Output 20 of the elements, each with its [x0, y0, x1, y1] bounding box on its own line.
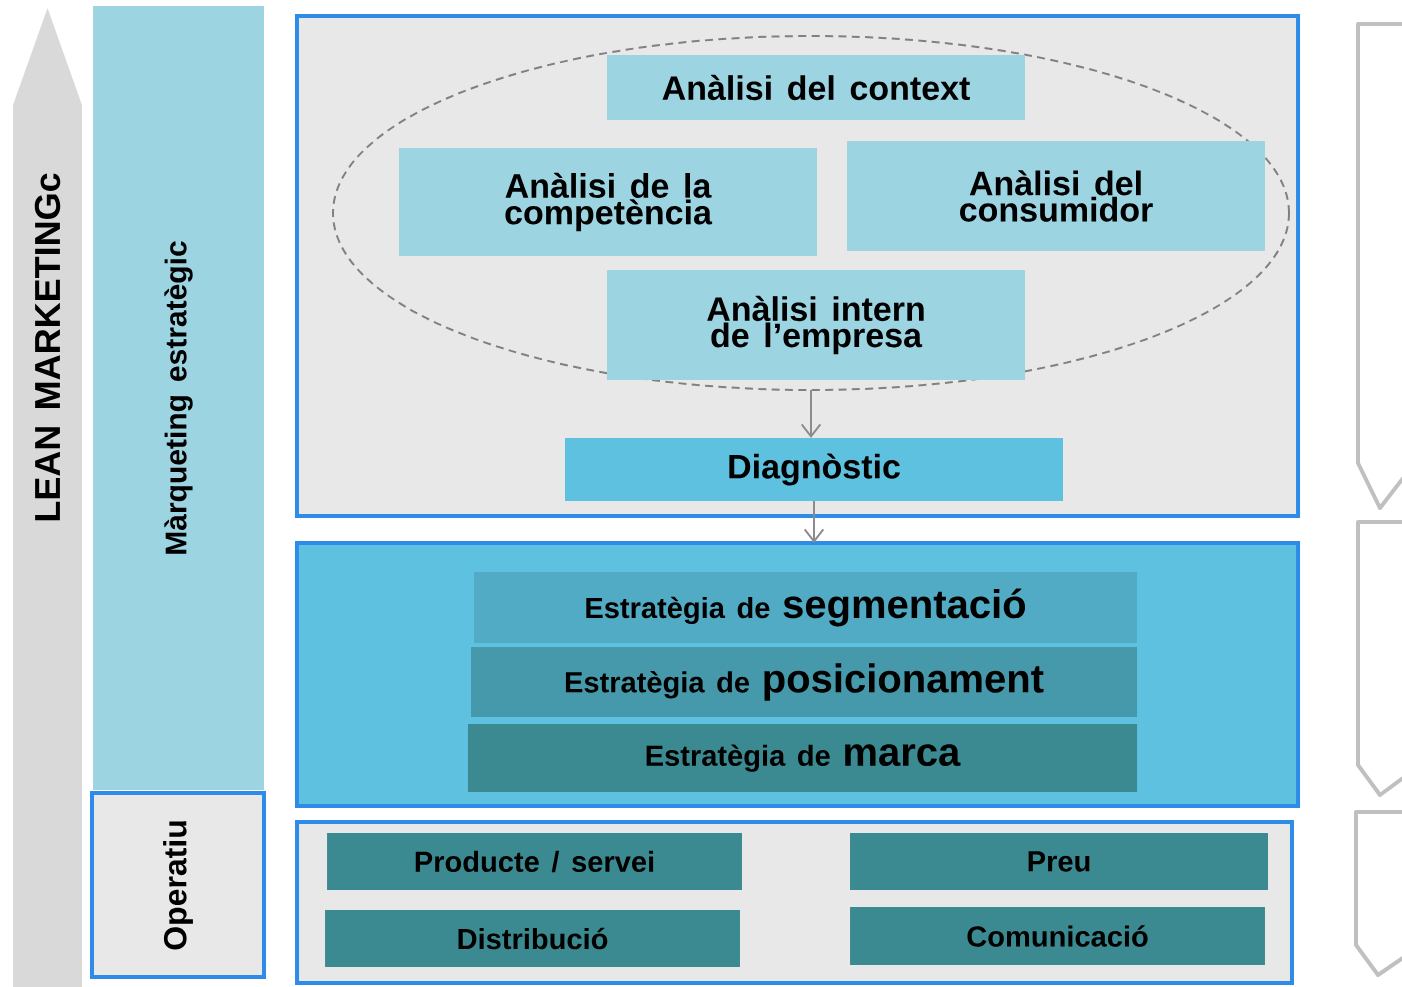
arrow: [803, 500, 825, 544]
layer-box: Estratègia de posicionament: [471, 647, 1137, 717]
process-box: Comunicació: [850, 907, 1265, 965]
chevron-shape: [1356, 520, 1402, 797]
process-box: Preu: [850, 833, 1268, 891]
chevron-shape: [1354, 810, 1402, 977]
layer-box: Estratègia de segmentació: [474, 572, 1137, 643]
process-box: Anàlisi de la competència: [399, 148, 817, 256]
process-box: Anàlisi del context: [607, 54, 1025, 121]
process-box: Producte / servei: [327, 833, 742, 891]
process-box: Diagnòstic: [565, 438, 1063, 501]
column-box: Operatiu: [90, 791, 266, 979]
column-band: Màrqueting estratègic: [93, 6, 264, 790]
process-box: Distribució: [325, 910, 740, 968]
process-box: Anàlisi intern de l’empresa: [607, 270, 1025, 380]
process-box: Anàlisi del consumidor: [847, 141, 1265, 251]
arrow: [800, 389, 822, 439]
layer-box: Estratègia de marca: [468, 724, 1138, 792]
dashed-ellipse: [332, 35, 1290, 391]
chevron-shape: [1356, 22, 1402, 510]
